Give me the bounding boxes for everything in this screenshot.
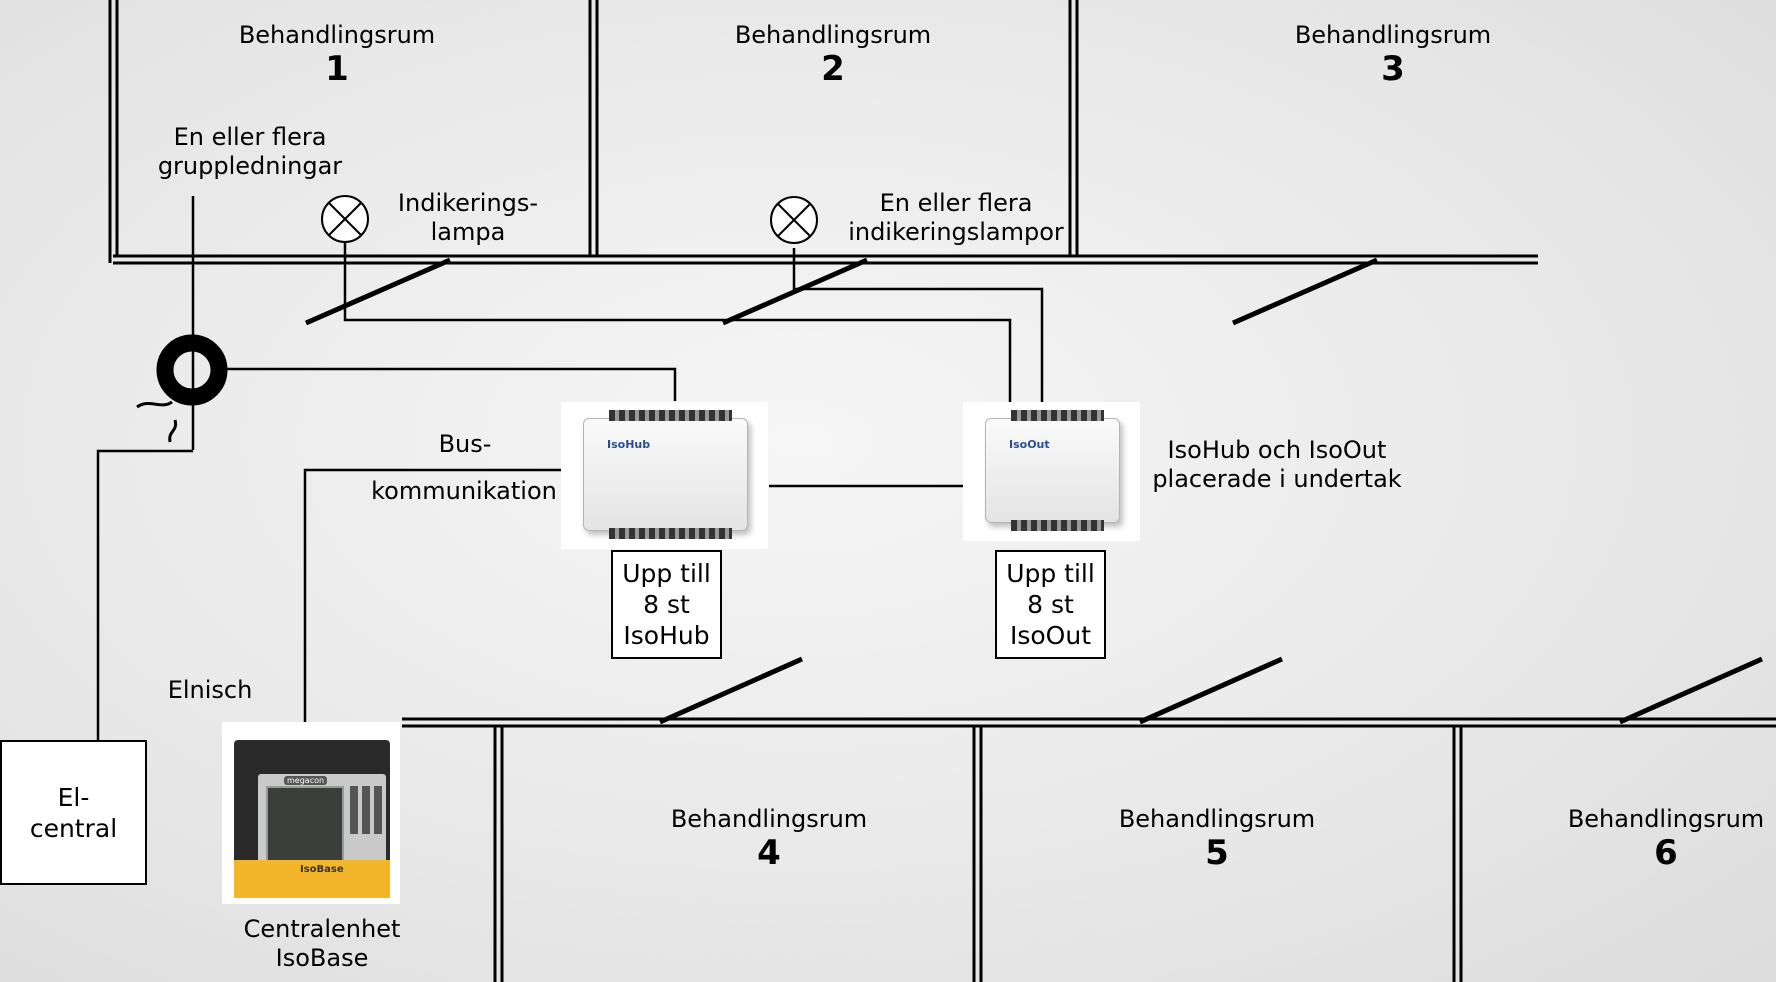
- indicator-lamps-label: En eller flera indikeringslampor: [848, 189, 1064, 246]
- terminal-strip: [1011, 410, 1104, 421]
- indicator-lamp-icon: [770, 196, 818, 244]
- indicator-lamp-icon: [321, 195, 369, 243]
- room-label-1: Behandlingsrum 1: [187, 20, 487, 88]
- terminal-strip: [609, 528, 732, 539]
- top-doors: [304, 257, 1379, 326]
- terminal-strip: [609, 410, 732, 421]
- current-transformer-icon: [136, 334, 228, 443]
- room-number: 4: [757, 833, 781, 873]
- room-number: 5: [1205, 833, 1229, 873]
- room-title: Behandlingsrum: [238, 21, 436, 49]
- isoout-housing: [985, 418, 1120, 523]
- isobase-model: IsoBase: [300, 864, 344, 875]
- bus-label-line2: kommunikation: [371, 477, 557, 505]
- room-label-5: Behandlingsrum 5: [1067, 804, 1367, 872]
- room-label-3: Behandlingsrum 3: [1243, 20, 1543, 88]
- room-label-6: Behandlingsrum 6: [1516, 804, 1776, 872]
- room-label-4: Behandlingsrum 4: [619, 804, 919, 872]
- wiring: [96, 196, 1044, 797]
- isoout-count-box: Upp till 8 st IsoOut: [995, 550, 1106, 659]
- room-title: Behandlingsrum: [1118, 805, 1316, 833]
- room-number: 3: [1381, 49, 1405, 89]
- isohub-isoout-label: IsoHub och IsoOut placerade i undertak: [1152, 436, 1402, 493]
- isobase-central-unit: megacon IsoBase: [222, 722, 400, 904]
- bus-label-line1: Bus-: [438, 430, 492, 458]
- room-number: 1: [325, 49, 349, 89]
- room-title: Behandlingsrum: [1294, 21, 1492, 49]
- isoout-device-name: IsoOut: [1009, 438, 1050, 451]
- group-cables-label: En eller flera gruppledningar: [157, 123, 343, 180]
- el-central-box: El- central: [0, 740, 147, 885]
- bottom-doors: [658, 656, 1764, 725]
- isoout-device: IsoOut: [963, 402, 1140, 541]
- room-number: 6: [1654, 833, 1678, 873]
- isohub-device-name: IsoHub: [607, 438, 651, 451]
- terminal-strip: [1011, 520, 1104, 531]
- room-label-2: Behandlingsrum 2: [683, 20, 983, 88]
- bottom-corridor-walls: [402, 717, 1776, 982]
- isohub-housing: [583, 418, 748, 531]
- isohub-device: IsoHub: [561, 402, 768, 549]
- isobase-label-strip: [234, 860, 390, 898]
- isobase-keypad: [350, 786, 382, 834]
- isobase-brand: megacon: [284, 776, 328, 785]
- room-title: Behandlingsrum: [1567, 805, 1765, 833]
- central-unit-label: Centralenhet IsoBase: [243, 915, 401, 972]
- room-number: 2: [821, 49, 845, 89]
- isobase-screen: [266, 786, 344, 866]
- elnisch-label: Elnisch: [167, 676, 253, 704]
- isohub-count-box: Upp till 8 st IsoHub: [611, 550, 722, 659]
- room-title: Behandlingsrum: [734, 21, 932, 49]
- indicator-lamp-label: Indikerings- lampa: [397, 189, 539, 246]
- top-corridor-walls: [108, 0, 1538, 265]
- room-title: Behandlingsrum: [670, 805, 868, 833]
